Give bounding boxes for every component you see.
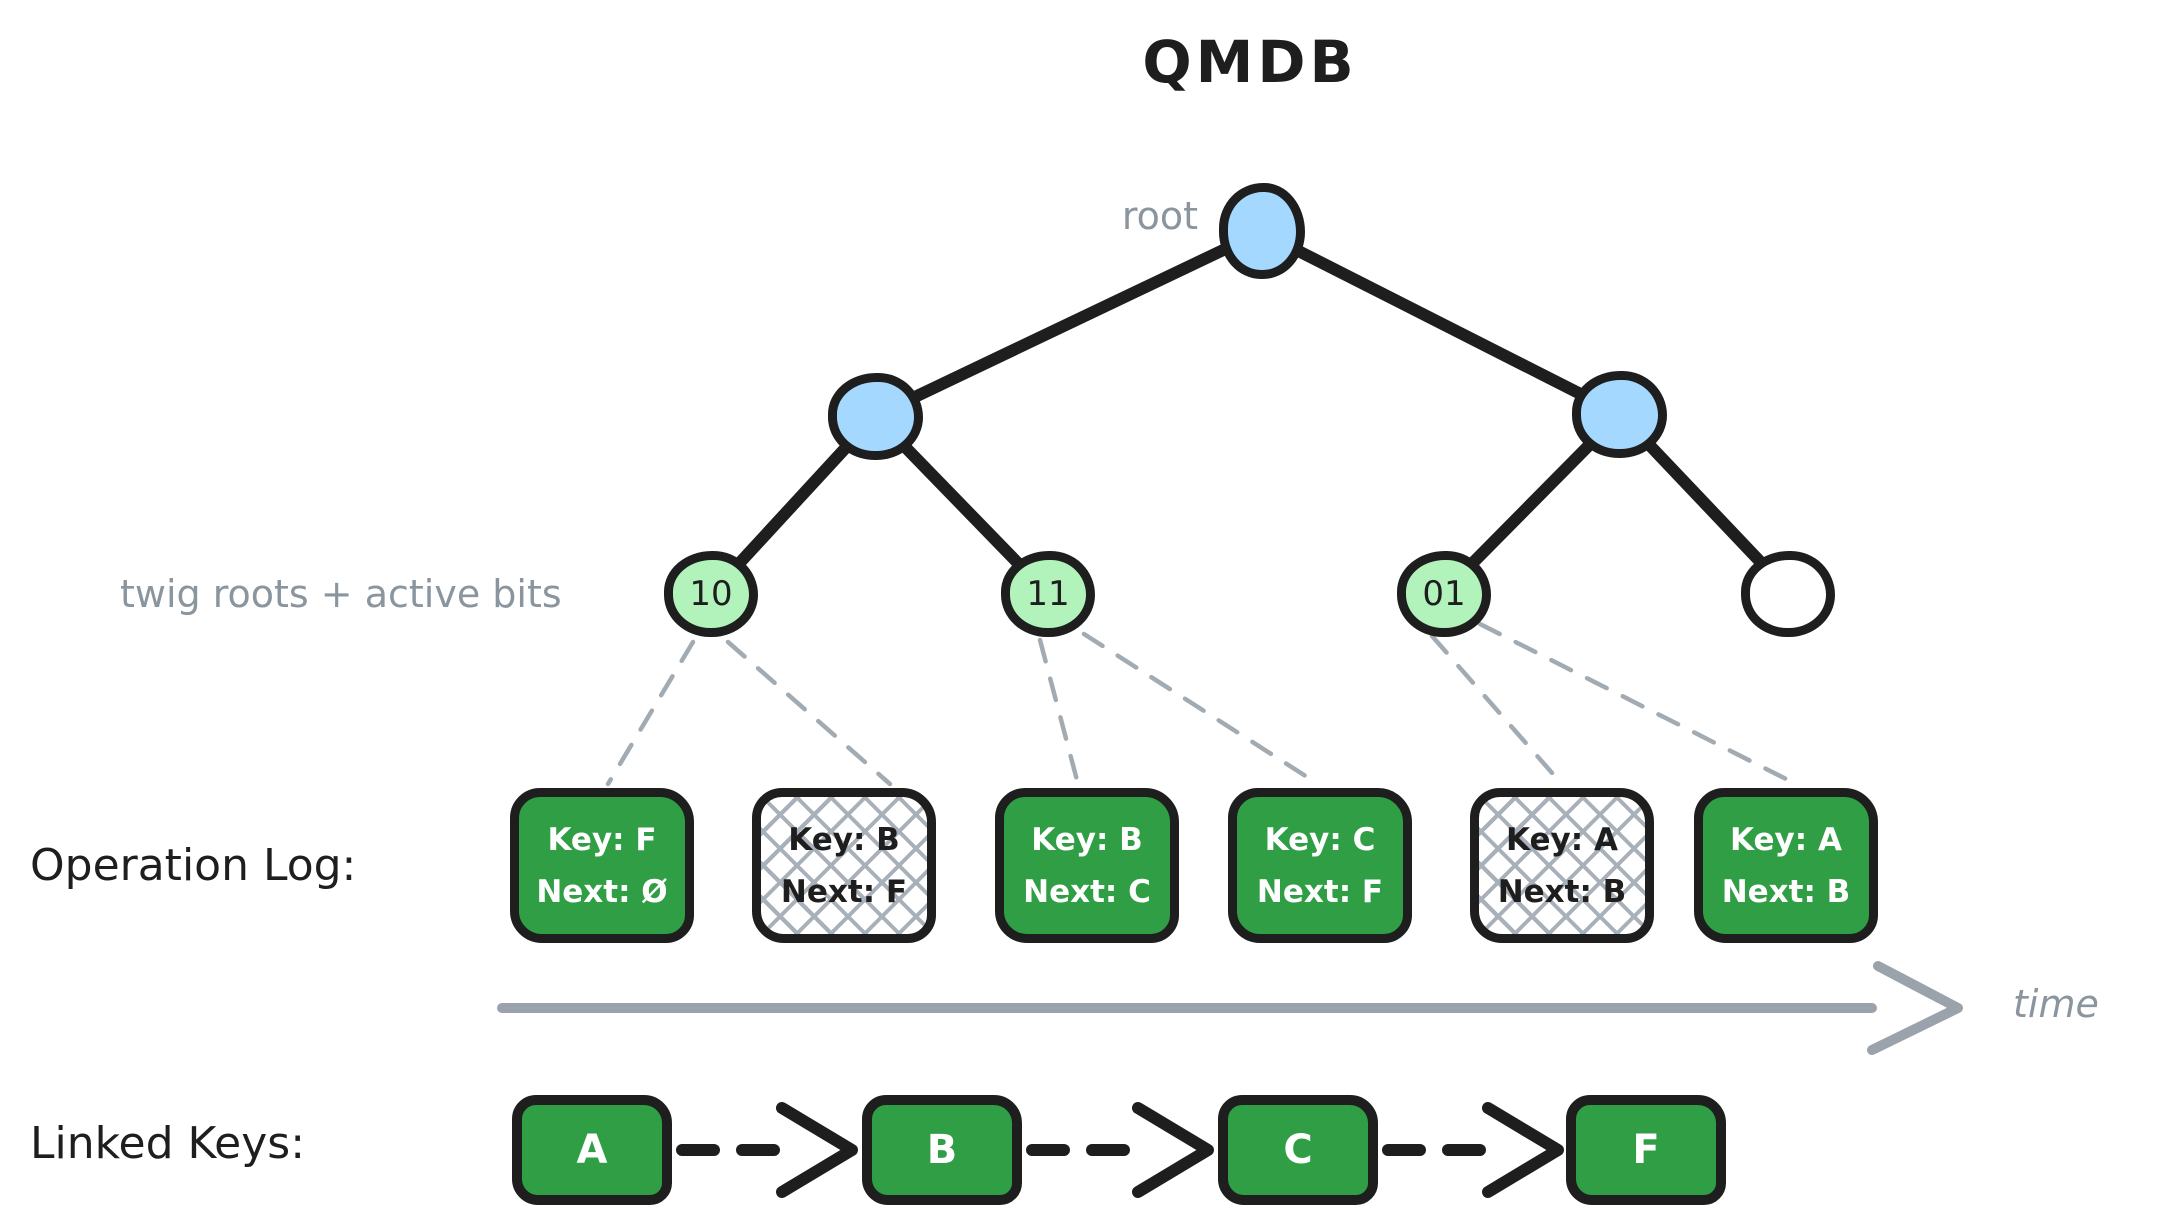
- oplog-entry-5-stale: Key: A Next: B: [1470, 788, 1654, 943]
- operation-log-label: Operation Log:: [30, 840, 357, 891]
- oplog-entry-3: Key: B Next: C: [995, 788, 1179, 943]
- oplog-entry-4-key: Key: C: [1264, 821, 1376, 858]
- twig-node-10: 10: [664, 551, 758, 637]
- twig-roots-label: twig roots + active bits: [120, 572, 562, 616]
- twig-node-11: 11: [1001, 551, 1095, 637]
- connector-01-entry6: [1477, 621, 1795, 785]
- time-arrow-head-icon: [1867, 961, 1963, 1055]
- connector-10-entry1: [605, 639, 696, 787]
- oplog-entry-4: Key: C Next: F: [1228, 788, 1412, 943]
- linked-key-b: B: [862, 1095, 1022, 1205]
- diagram-title: QMDB: [1142, 28, 1358, 96]
- oplog-entry-5-key: Key: A: [1506, 821, 1618, 858]
- oplog-entry-1-next: Next: Ø: [536, 873, 668, 910]
- oplog-entry-6-next: Next: B: [1721, 873, 1851, 910]
- arrow-c-f-head-icon: [1482, 1102, 1564, 1198]
- linked-keys-label: Linked Keys:: [30, 1118, 306, 1169]
- tree-internal-node-left: [828, 373, 923, 460]
- linked-key-c: C: [1218, 1095, 1378, 1205]
- oplog-entry-2-next: Next: F: [780, 873, 908, 910]
- oplog-entry-3-next: Next: C: [1023, 873, 1151, 910]
- linked-key-a-label: A: [576, 1127, 608, 1173]
- connector-10-entry2: [725, 639, 893, 787]
- linked-key-b-label: B: [926, 1127, 958, 1173]
- twig-node-01-label: 01: [1422, 574, 1466, 614]
- oplog-entry-6: Key: A Next: B: [1694, 788, 1878, 943]
- root-label: root: [1121, 194, 1198, 238]
- oplog-entry-1-key: Key: F: [547, 821, 657, 858]
- oplog-entry-3-key: Key: B: [1031, 821, 1143, 858]
- oplog-entry-5-next: Next: B: [1497, 873, 1627, 910]
- linked-key-f: F: [1566, 1095, 1726, 1205]
- twig-node-empty: [1741, 551, 1835, 637]
- oplog-entry-2-key: Key: B: [788, 821, 900, 858]
- tree-internal-node-right: [1572, 371, 1667, 458]
- connector-11-entry4: [1081, 631, 1321, 787]
- linked-key-a: A: [512, 1095, 672, 1205]
- linked-key-c-label: C: [1283, 1127, 1313, 1173]
- arrow-b-c-head-icon: [1132, 1102, 1214, 1198]
- twig-log-connectors: [605, 621, 1795, 787]
- linked-key-f-label: F: [1632, 1127, 1660, 1173]
- twig-node-01: 01: [1397, 551, 1491, 637]
- linked-key-arrows: [676, 1102, 1564, 1198]
- oplog-entry-6-key: Key: A: [1730, 821, 1842, 858]
- twig-node-11-label: 11: [1026, 574, 1070, 614]
- edge-root-right: [1255, 226, 1626, 420]
- connector-01-entry5: [1429, 633, 1563, 785]
- oplog-entry-2-stale: Key: B Next: F: [752, 788, 936, 943]
- edge-root-left: [869, 226, 1267, 422]
- time-axis-label: time: [2013, 982, 2099, 1026]
- connector-11-entry3: [1037, 637, 1081, 787]
- oplog-entry-4-next: Next: F: [1256, 873, 1384, 910]
- arrow-a-b-head-icon: [776, 1102, 858, 1198]
- twig-node-10-label: 10: [689, 574, 733, 614]
- tree-root-node: [1219, 183, 1305, 279]
- time-arrow: [497, 961, 1963, 1055]
- oplog-entry-1: Key: F Next: Ø: [510, 788, 694, 943]
